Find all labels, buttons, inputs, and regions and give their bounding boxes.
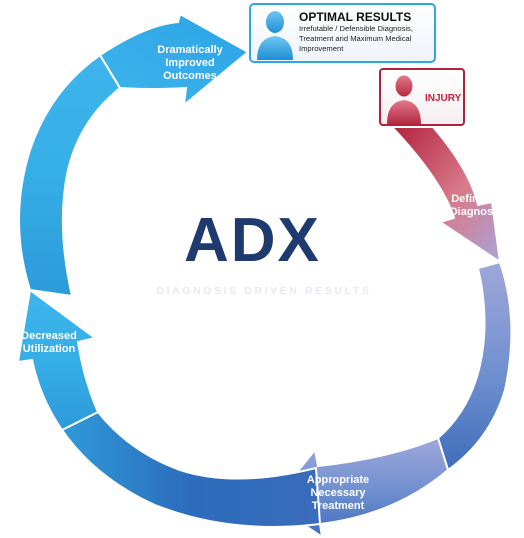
dramatically-line: Dramatically [157,44,223,56]
bottom-arc-arrow [60,410,322,528]
outcomes-line: Outcomes [163,70,217,82]
adx-logo: ADX [184,206,321,275]
necessary-line: Necessary [310,487,366,499]
optimal-results-description: Irrefutable / Defensible Diagnosis, Trea… [299,24,413,53]
treatment-line: Treatment [311,500,365,512]
logo-tagline: DIAGNOSIS DRIVEN RESULTS [156,285,372,297]
outcomes-arrow [98,12,250,108]
person-icon [257,11,293,60]
optimal-results-title: OPTIMAL RESULTS [299,10,412,24]
appropriate-line: Appropriate [306,474,370,486]
diagnosis-line: Diagnosis [449,206,503,218]
injury-title: INJURY [425,93,462,104]
injury-card: INJURY [379,68,465,126]
improved-outcomes-label: Dramatically Improved Outcomes [148,44,232,83]
improved-line: Improved [165,57,215,69]
definitive-line: Definitive [451,193,501,205]
utilization-arrow [16,288,100,432]
right-arc-arrow [436,260,513,472]
left-arc-arrow [18,53,122,298]
definitive-diagnosis-label: Definitive Diagnosis [438,193,514,219]
decreased-line: Decreased [21,330,77,342]
optimal-results-card: OPTIMAL RESULTS Irrefutable / Defensible… [249,3,436,63]
utilization-line: Utilization [22,343,76,355]
appropriate-treatment-label: Appropriate Necessary Treatment [296,474,380,513]
person-icon [387,75,421,124]
decreased-utilization-label: Decreased Utilization [12,330,86,356]
